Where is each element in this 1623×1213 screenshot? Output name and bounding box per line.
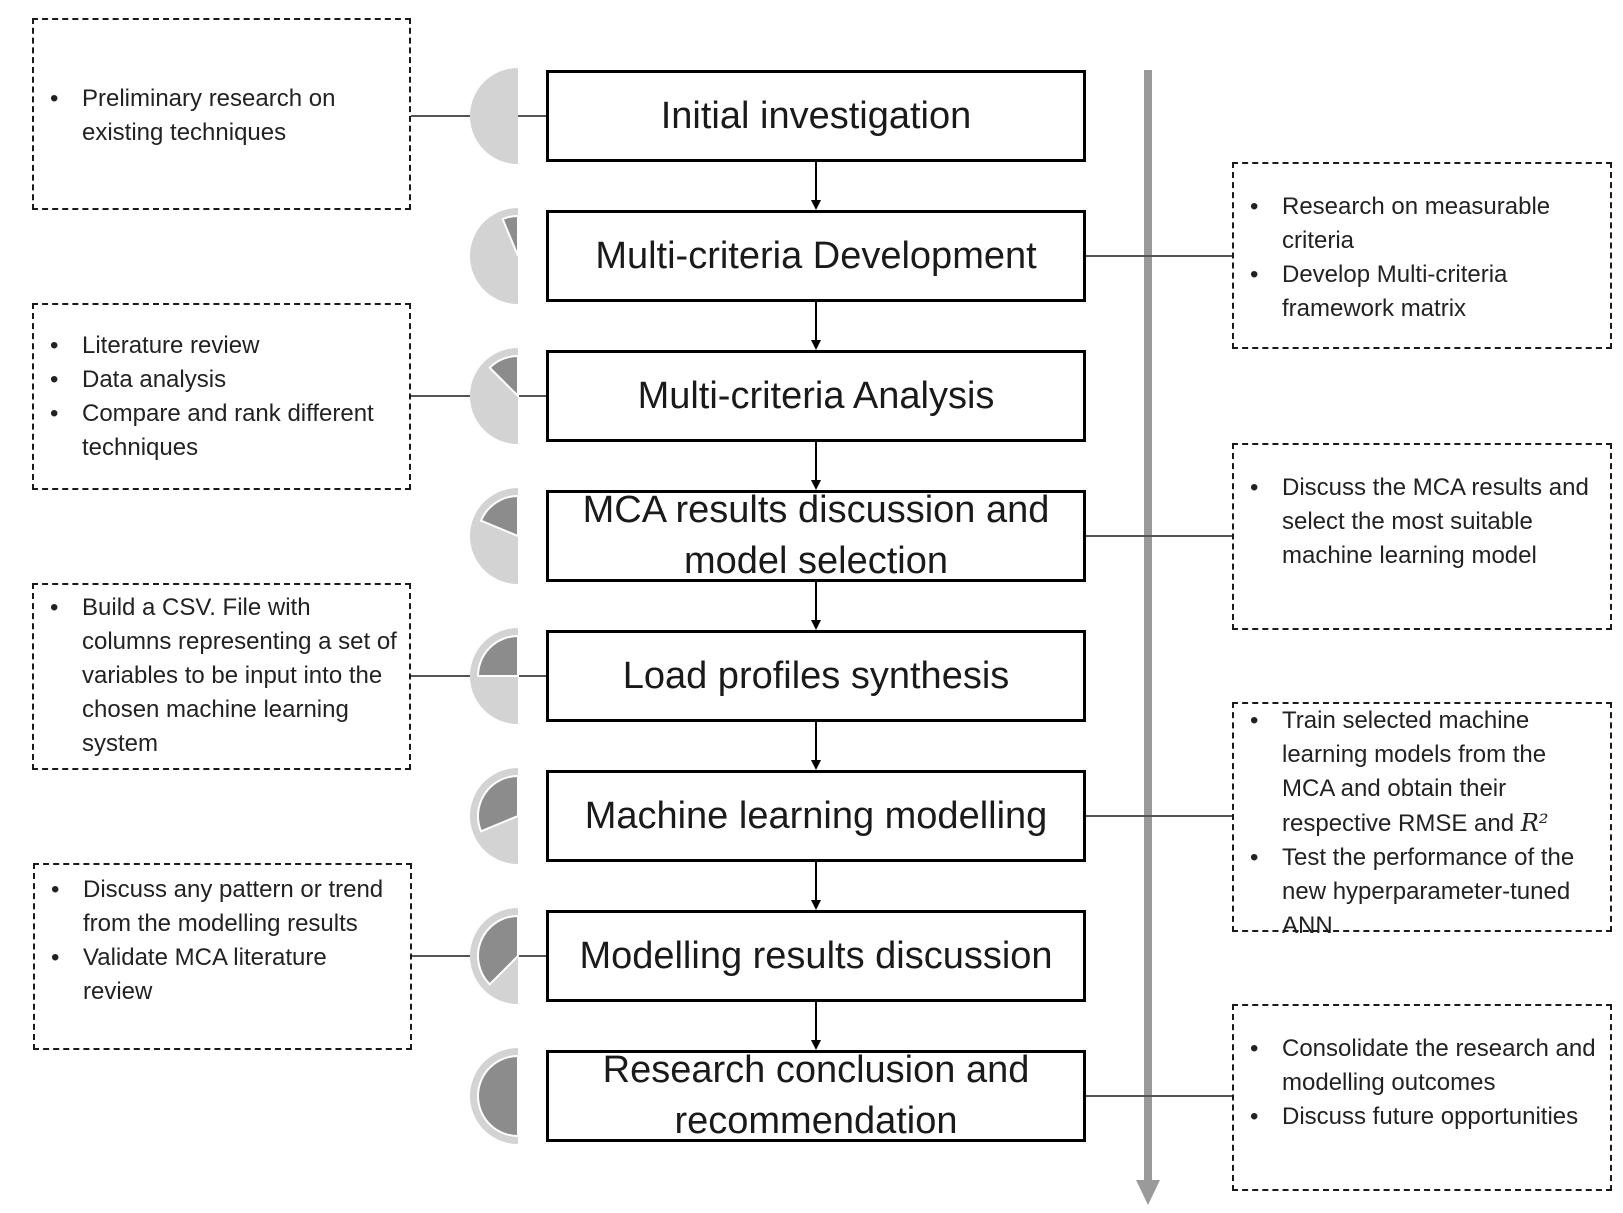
note-multi-criteria-analysis: Literature review Data analysis Compare …: [32, 303, 411, 490]
note-bullet: Train selected machine learning models f…: [1234, 704, 1600, 841]
note-bullet: Discuss any pattern or trend from the mo…: [35, 873, 402, 941]
note-bullet: Test the performance of the new hyperpar…: [1234, 841, 1600, 943]
progress-wedge-7: [477, 914, 519, 986]
note-bullet: Preliminary research on existing techniq…: [34, 82, 409, 150]
note-load-profiles-synthesis: Build a CSV. File with columns represent…: [32, 583, 411, 770]
step-multi-criteria-development: Multi-criteria Development: [546, 210, 1086, 302]
note-bullet: Research on measurable criteria: [1234, 190, 1590, 258]
step-title: Research conclusion and recommendation: [602, 1049, 1030, 1142]
progress-indicator-2: [470, 208, 518, 304]
step-title: Modelling results discussion: [579, 934, 1053, 977]
step-title: Multi-criteria Development: [595, 234, 1037, 277]
step-multi-criteria-analysis: Multi-criteria Analysis: [546, 350, 1086, 442]
note-machine-learning-modelling: Train selected machine learning models f…: [1232, 702, 1612, 939]
note-bullet: Build a CSV. File with columns represent…: [34, 591, 401, 761]
note-bullet: Discuss the MCA results and select the m…: [1234, 471, 1598, 573]
step-initial-investigation: Initial investigation: [546, 70, 1086, 162]
progress-indicator-1: [470, 68, 518, 164]
note-research-conclusion: Consolidate the research and modelling o…: [1232, 1004, 1612, 1191]
note-bullet: Compare and rank different techniques: [34, 397, 409, 465]
note-bullet: Consolidate the research and modelling o…: [1234, 1032, 1598, 1100]
step-machine-learning-modelling: Machine learning modelling: [546, 770, 1086, 862]
step-title: Initial investigation: [660, 94, 972, 137]
step-research-conclusion: Research conclusion and recommendation: [546, 1049, 1086, 1142]
step-title: MCA results discussion and model selecti…: [582, 489, 1050, 582]
timeline-arrow-head: [1136, 1180, 1160, 1205]
step-modelling-results-discussion: Modelling results discussion: [546, 910, 1086, 1002]
note-modelling-results-discussion: Discuss any pattern or trend from the mo…: [33, 863, 412, 1050]
note-bullet: Develop Multi-criteria framework matrix: [1234, 258, 1590, 326]
r-squared-symbol: R²: [1520, 809, 1549, 837]
progress-wedge-4: [479, 494, 519, 538]
step-load-profiles-synthesis: Load profiles synthesis: [546, 630, 1086, 722]
note-bullet: Discuss future opportunities: [1234, 1100, 1598, 1134]
note-multi-criteria-development: Research on measurable criteria Develop …: [1232, 162, 1612, 349]
step-mca-results-discussion: MCA results discussion and model selecti…: [546, 489, 1086, 582]
progress-wedge-3: [488, 354, 519, 399]
note-mca-results-discussion: Discuss the MCA results and select the m…: [1232, 443, 1612, 630]
step-title: Machine learning modelling: [584, 794, 1048, 837]
note-initial-investigation: Preliminary research on existing techniq…: [32, 18, 411, 210]
progress-wedge-5: [476, 634, 519, 677]
note-bullet: Literature review: [34, 329, 409, 363]
note-text: Train selected machine learning models f…: [1282, 707, 1547, 837]
step-title: Multi-criteria Analysis: [637, 374, 995, 417]
progress-wedge-6: [476, 774, 519, 833]
step-title: Load profiles synthesis: [622, 654, 1010, 697]
progress-wedge-8: [477, 1054, 519, 1138]
progress-wedge-2: [501, 214, 519, 257]
note-bullet: Data analysis: [34, 363, 409, 397]
note-bullet: Validate MCA literature review: [35, 941, 402, 1009]
